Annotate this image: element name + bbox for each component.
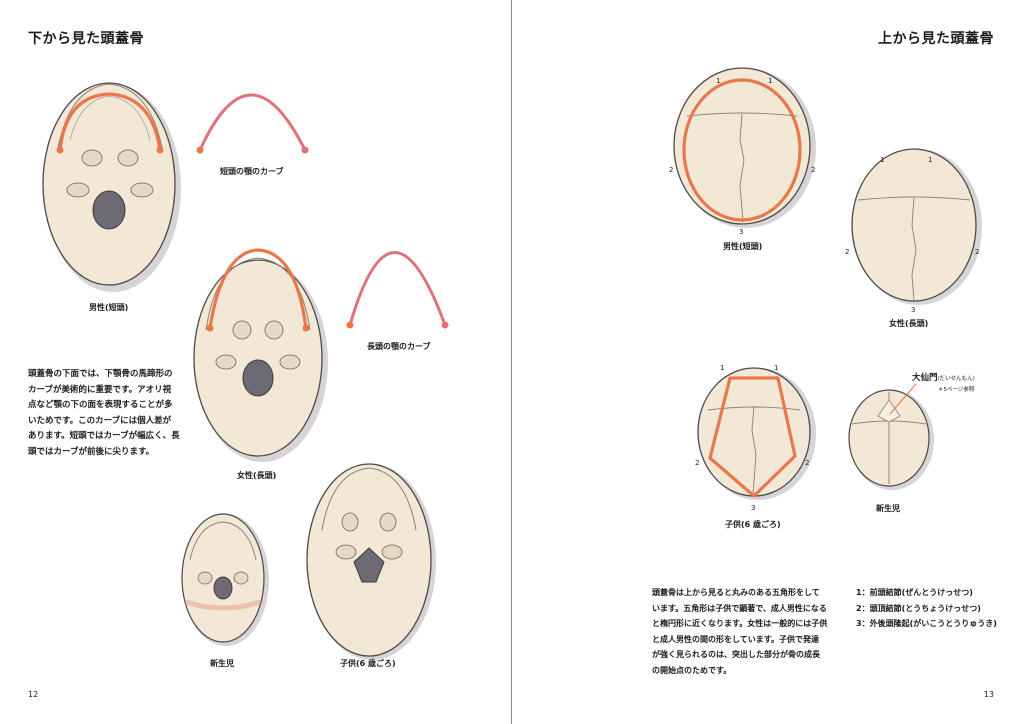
right-page: 上から見た頭蓋骨 1 1 2 2 3 1 1 2 2 3 <box>512 0 1024 724</box>
left-paragraph-line: 点など顎の下の面を表現することが多 <box>28 400 173 410</box>
page-number-right: 13 <box>983 690 994 699</box>
landmark-legend: 1：前頭結節(ぜんとうけっせつ) 2：頭頂結節(とうちょうけっせつ) 3：外後頭… <box>856 585 997 632</box>
caption-male-bottom: 男性(短頭) <box>89 303 129 312</box>
right-paragraph-line: います。五角形は子供で顕著で、成人男性になる <box>652 603 827 613</box>
fontanelle-pointer <box>889 383 917 415</box>
male-top-label-3: 3 <box>739 228 743 236</box>
male-skull-top: 1 1 2 2 3 <box>669 67 816 236</box>
caption-long-curve: 長頭の顎のカーブ <box>367 342 431 351</box>
legend-item: 2：頭頂結節(とうちょうけっせつ) <box>856 603 981 613</box>
child-top-label-2b: 2 <box>805 459 809 467</box>
legend-item: 3：外後頭隆起(がいこうとうりゅうき) <box>856 619 997 628</box>
fontanelle-label: 大仙門(だいせんもん) <box>912 371 975 383</box>
left-paragraph-line: いためです。このカーブには個人差が <box>28 415 172 426</box>
female-top-label-2a: 2 <box>845 248 849 256</box>
left-illustrations <box>42 82 449 660</box>
caption-female-bottom: 女性(長頭) <box>237 471 277 480</box>
right-paragraph-line: と楕円形に近くなります。女性は一般的には子供 <box>652 619 828 628</box>
female-skull-top: 1 1 2 2 3 <box>845 148 982 314</box>
left-paragraph-line: 頭蓋骨の下面では、下顎骨の馬蹄形の <box>28 369 173 379</box>
caption-newborn-top: 新生児 <box>876 504 900 513</box>
caption-newborn-bottom: 新生児 <box>210 659 234 668</box>
page-gutter <box>511 0 512 724</box>
child-skull-top: 1 1 2 2 3 <box>695 364 816 512</box>
male-skull-bottom <box>42 82 181 292</box>
female-top-label-1b: 1 <box>928 156 932 164</box>
child-top-label-2a: 2 <box>695 459 699 467</box>
male-top-label-2a: 2 <box>669 166 673 174</box>
fontanelle-reading: (だいせんもん) <box>937 376 975 382</box>
caption-female-top: 女性(長頭) <box>889 319 929 328</box>
fontanelle-name: 大仙門 <box>912 373 938 383</box>
page-reference-note: ＊5ページ参照 <box>938 387 975 393</box>
newborn-skull-top <box>848 383 934 490</box>
page-number-left: 12 <box>28 690 39 699</box>
child-top-label-1b: 1 <box>774 364 778 372</box>
left-paragraph-line: あります。短頭ではカーブが幅広く、長 <box>28 431 180 441</box>
short-jaw-curve-diagram <box>196 93 309 154</box>
caption-male-top: 男性(短頭) <box>723 242 763 251</box>
female-top-label-2b: 2 <box>975 248 979 256</box>
male-top-label-2b: 2 <box>811 166 815 174</box>
caption-child-top: 子供(6 歳ごろ) <box>725 520 781 529</box>
caption-short-curve: 短頭の顎のカーブ <box>220 167 284 176</box>
child-top-label-1a: 1 <box>720 364 724 372</box>
child-top-label-3: 3 <box>751 504 755 512</box>
left-page: 下から見た頭蓋骨 <box>28 31 449 699</box>
newborn-skull-bottom <box>181 513 269 646</box>
legend-item: 1：前頭結節(ぜんとうけっせつ) <box>856 588 973 597</box>
right-illustrations: 1 1 2 2 3 1 1 2 2 3 1 1 2 2 <box>669 67 982 512</box>
child-skull-bottom <box>306 463 436 660</box>
female-top-label-3: 3 <box>911 306 915 314</box>
caption-child-bottom: 子供(6 歳ごろ) <box>340 659 396 668</box>
left-paragraph: 頭蓋骨の下面では、下顎骨の馬蹄形の カーブが美術的に重要です。アオリ視 点など顎… <box>28 367 180 460</box>
left-paragraph-line: カーブが美術的に重要です。アオリ視 <box>28 384 172 395</box>
right-paragraph: 頭蓋骨は上から見ると丸みのある五角形をして います。五角形は子供で顕著で、成人男… <box>652 585 827 678</box>
right-paragraph-line: の開始点のためです。 <box>652 665 732 675</box>
right-paragraph-line: 頭蓋骨は上から見ると丸みのある五角形をして <box>652 588 820 597</box>
male-top-label-1b: 1 <box>768 77 772 85</box>
male-top-label-1a: 1 <box>716 77 720 85</box>
right-paragraph-line: が強く見られるのは、突出した部分が骨の成長 <box>652 650 820 659</box>
female-top-label-1a: 1 <box>880 156 884 164</box>
female-skull-bottom <box>193 248 328 462</box>
right-page-title: 上から見た頭蓋骨 <box>878 31 994 47</box>
right-paragraph-line: と成人男性の間の形をしています。子供で発達 <box>652 634 819 644</box>
long-jaw-curve-diagram <box>346 251 449 329</box>
left-page-title: 下から見た頭蓋骨 <box>28 31 144 47</box>
left-paragraph-line: 頭ではカーブが前後に尖ります。 <box>28 446 155 457</box>
